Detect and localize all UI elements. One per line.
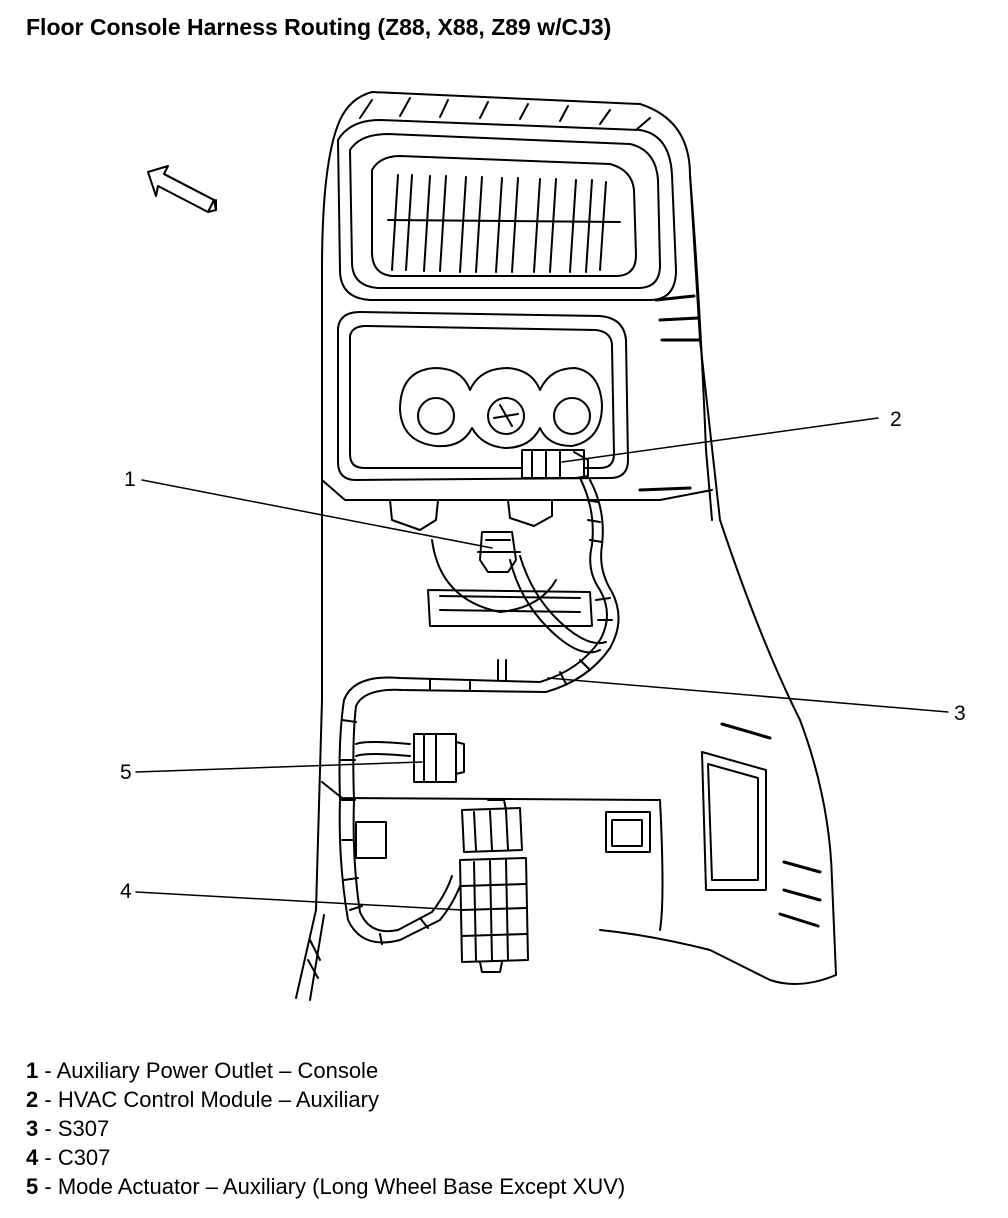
- callout-5: 5: [120, 761, 132, 784]
- legend-separator: -: [38, 1145, 58, 1170]
- legend-text: HVAC Control Module – Auxiliary: [57, 1087, 379, 1112]
- forward-arrow-icon: [147, 165, 217, 213]
- leader-line-1: [141, 479, 493, 549]
- leader-lines: [135, 417, 949, 911]
- legend-text: C307: [57, 1145, 111, 1170]
- leader-line-2: [561, 417, 879, 463]
- legend-item-4: 4 - C307: [26, 1143, 625, 1172]
- leader-line-3: [547, 677, 949, 713]
- c307-connector: [459, 799, 529, 973]
- legend-separator: -: [38, 1174, 58, 1199]
- console-outline: [295, 91, 837, 1001]
- control-panel: [337, 311, 629, 481]
- leader-line-4: [135, 891, 463, 911]
- legend-number: 3: [26, 1116, 39, 1141]
- legend-text: Auxiliary Power Outlet – Console: [56, 1058, 379, 1083]
- diagram-title: Floor Console Harness Routing (Z88, X88,…: [26, 14, 612, 40]
- legend-number: 2: [26, 1087, 39, 1112]
- callout-3: 3: [954, 702, 966, 725]
- legend-separator: -: [38, 1116, 58, 1141]
- wiring-harness: [338, 477, 620, 945]
- callout-1: 1: [124, 468, 136, 491]
- console-harness-drawing: 1 2 3 4 5: [120, 91, 966, 1001]
- legend-text: Mode Actuator – Auxiliary (Long Wheel Ba…: [57, 1174, 626, 1199]
- power-outlet: [477, 531, 521, 573]
- legend-item-1: 1 - Auxiliary Power Outlet – Console: [26, 1056, 625, 1085]
- legend-separator: -: [38, 1058, 57, 1083]
- legend-number: 4: [26, 1145, 39, 1170]
- legend-text: S307: [57, 1116, 110, 1141]
- hvac-module-connector: [521, 449, 589, 479]
- legend-number: 1: [26, 1058, 39, 1083]
- legend-item-2: 2 - HVAC Control Module – Auxiliary: [26, 1085, 625, 1114]
- callout-4: 4: [120, 880, 132, 903]
- leader-line-5: [135, 761, 423, 773]
- legend-item-3: 3 - S307: [26, 1114, 625, 1143]
- side-trim: [307, 294, 822, 979]
- callout-2: 2: [890, 408, 902, 431]
- legend: 1 - Auxiliary Power Outlet – Console 2 -…: [26, 1056, 625, 1201]
- legend-item-5: 5 - Mode Actuator – Auxiliary (Long Whee…: [26, 1172, 625, 1201]
- legend-number: 5: [26, 1174, 39, 1199]
- mode-actuator-connector: [413, 733, 465, 783]
- vent-bezel: [337, 97, 677, 301]
- legend-separator: -: [38, 1087, 58, 1112]
